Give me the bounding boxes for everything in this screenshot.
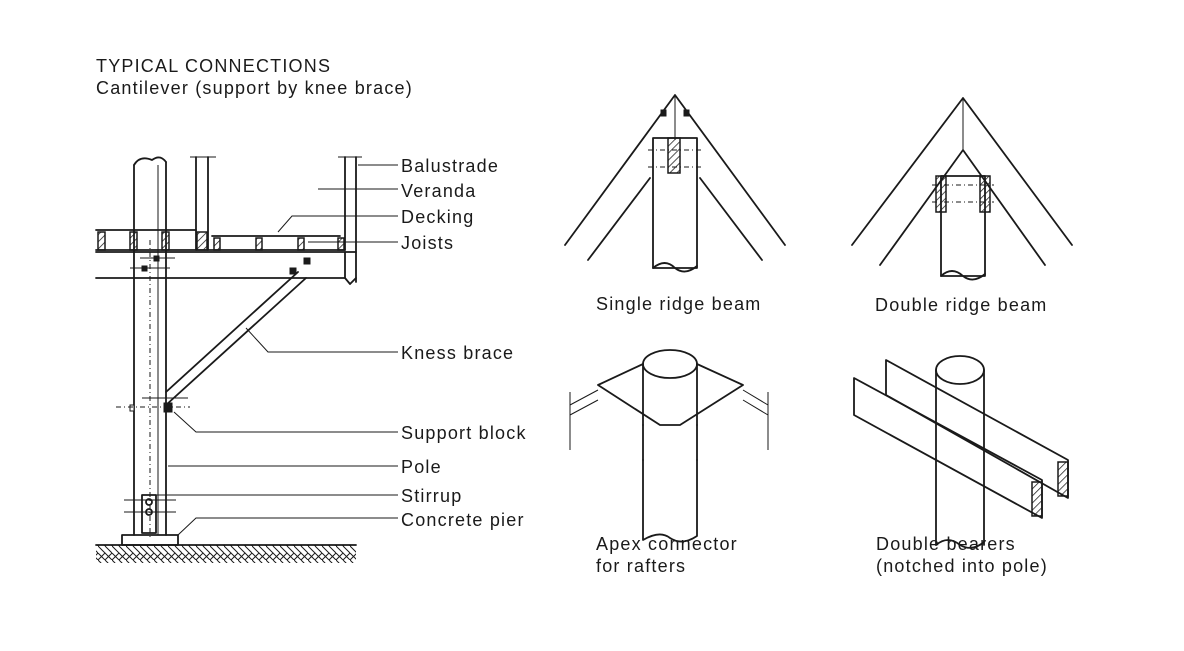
label-concrete-pier: Concrete pier	[401, 510, 525, 530]
knee-brace-shape	[165, 271, 307, 406]
caption-double-ridge-beam: Double ridge beam	[875, 295, 1048, 315]
label-joists: Joists	[401, 233, 455, 253]
apex-connector-drawing	[569, 349, 769, 543]
diagram-heading: TYPICAL CONNECTIONS Cantilever (support …	[96, 55, 413, 99]
caption-apex-connector: Apex connector for rafters	[596, 533, 738, 577]
decking-joists	[95, 229, 346, 251]
cantilever-drawing	[95, 156, 398, 563]
pole-shape	[133, 156, 167, 540]
double-ridge-beam-drawing	[851, 97, 1073, 281]
label-balustrade: Balustrade	[401, 156, 500, 176]
caption-double-bearers: Double bearers (notched into pole)	[876, 533, 1048, 577]
support-block-shape	[116, 397, 190, 413]
caption-apex-line2: for rafters	[596, 556, 687, 576]
stirrup-shape	[124, 494, 176, 534]
balustrade-post	[338, 156, 362, 285]
double-bearers-drawing	[853, 355, 1069, 549]
label-support-block: Support block	[401, 423, 527, 443]
diagram-subtitle: Cantilever (support by knee brace)	[96, 78, 413, 98]
label-decking: Decking	[401, 207, 475, 227]
leader-lines	[156, 164, 398, 536]
concrete-pier-shape	[95, 534, 357, 563]
caption-bearers-line2: (notched into pole)	[876, 556, 1048, 576]
caption-single-ridge-beam: Single ridge beam	[596, 294, 762, 314]
single-ridge-beam-drawing	[564, 94, 786, 273]
label-pole: Pole	[401, 457, 442, 477]
label-stirrup: Stirrup	[401, 486, 463, 506]
label-veranda: Veranda	[401, 181, 477, 201]
caption-apex-line1: Apex connector	[596, 534, 738, 554]
diagram-title: TYPICAL CONNECTIONS	[96, 56, 332, 76]
wall-post	[190, 156, 216, 251]
label-knee-brace: Kness brace	[401, 343, 515, 363]
bearer-beam	[95, 251, 357, 279]
caption-bearers-line1: Double bearers	[876, 534, 1016, 554]
